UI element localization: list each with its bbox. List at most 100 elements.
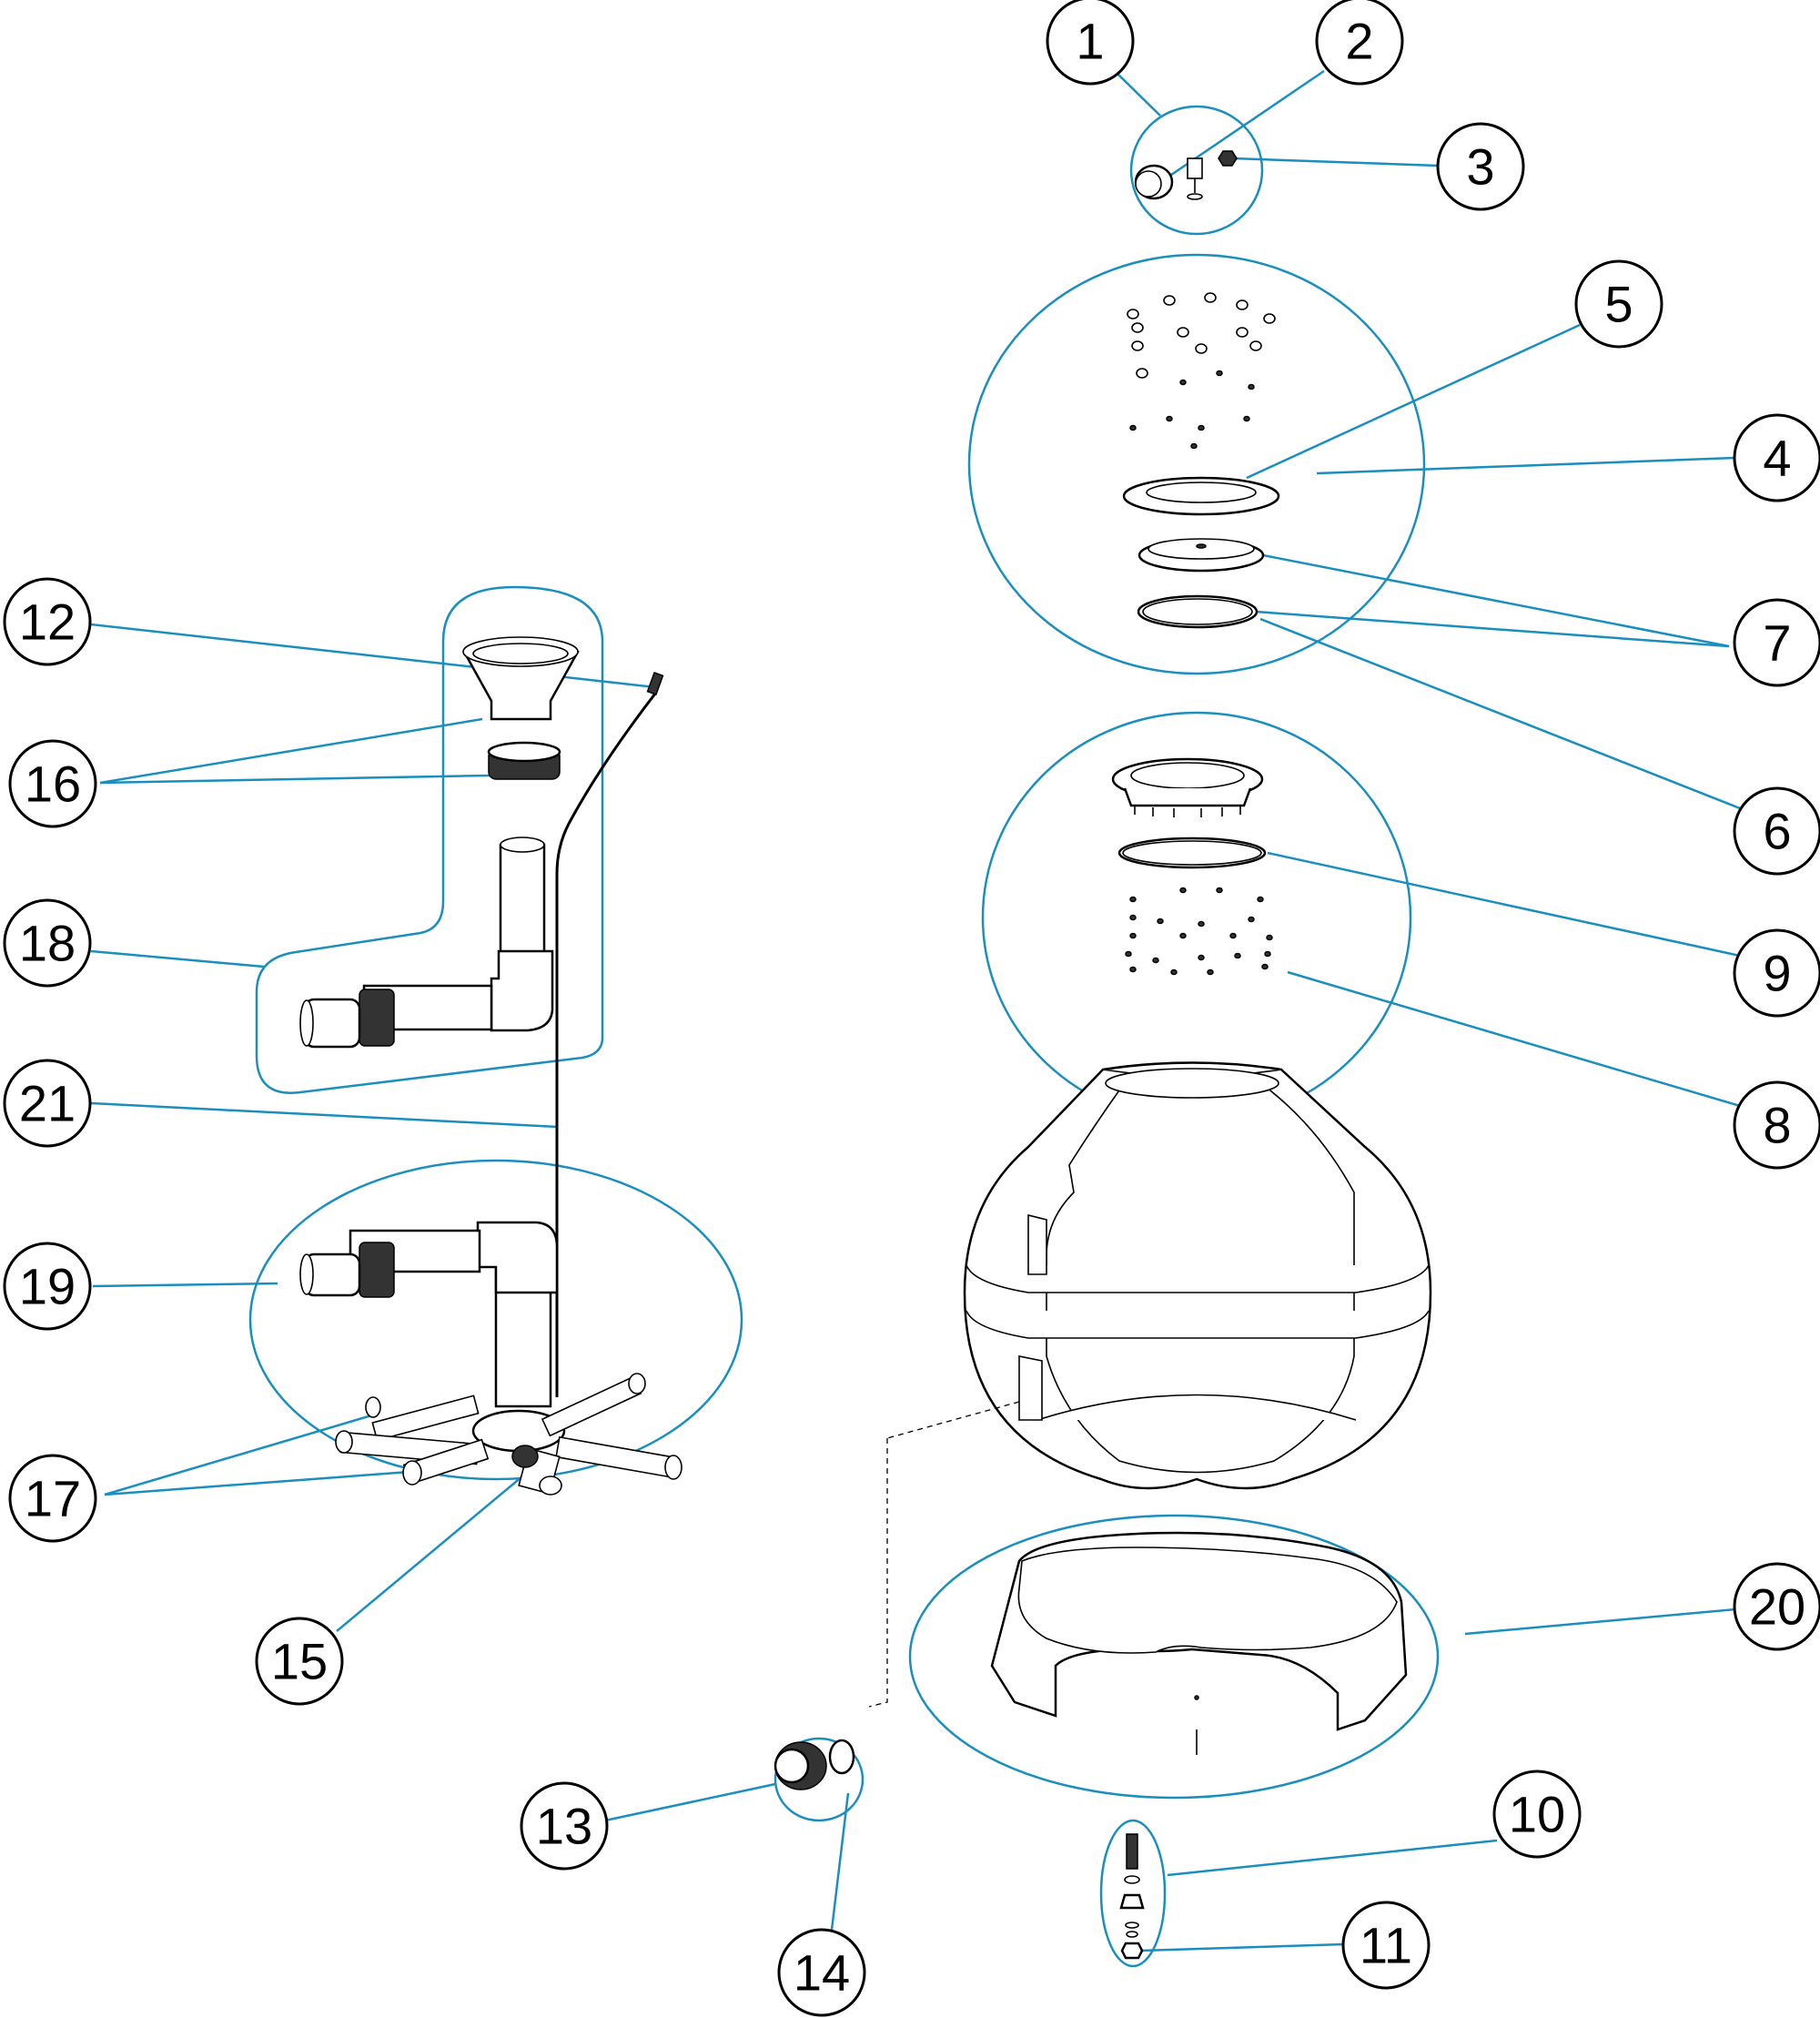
svg-text:5: 5 <box>1604 276 1633 333</box>
hub-port-center <box>511 1445 539 1468</box>
leader-21 <box>90 1101 559 1129</box>
flange-screw-16 <box>1234 952 1241 959</box>
standpipe-upper <box>499 843 546 958</box>
group-outline-top-fittings <box>1129 105 1264 236</box>
callout-11[interactable]: 11 <box>1341 1901 1431 1990</box>
svg-text:12: 12 <box>19 593 76 651</box>
flange-screw-6 <box>1157 918 1164 925</box>
callout-6[interactable]: 6 <box>1733 786 1820 876</box>
svg-text:7: 7 <box>1763 614 1791 672</box>
flange-screw-7 <box>1198 920 1205 928</box>
diffuser-rim-inner <box>472 643 569 664</box>
gauge-face <box>1135 170 1162 198</box>
upper-union-nut <box>359 989 395 1047</box>
callout-18[interactable]: 18 <box>3 898 92 988</box>
lid-screw-19 <box>1243 415 1250 422</box>
flange-screw-1 <box>1129 896 1137 903</box>
lower-elbow <box>476 1221 559 1294</box>
leader-7b <box>1255 610 1730 648</box>
tank-equator-band-2 <box>966 1310 1430 1339</box>
flange-screw-21 <box>1261 963 1269 970</box>
callout-17[interactable]: 17 <box>8 1454 97 1543</box>
leader-6 <box>1259 617 1741 810</box>
callout-10[interactable]: 10 <box>1492 1770 1582 1859</box>
lateral-arm-end-4 <box>628 1373 646 1394</box>
drain-axis-dashed-line <box>886 1401 1020 1439</box>
leader-8 <box>1287 970 1741 1108</box>
flange-screw-20 <box>1207 968 1214 976</box>
callout-5[interactable]: 5 <box>1574 259 1663 349</box>
standpipe-upper-top <box>500 837 545 853</box>
flange-collar-inner <box>1130 762 1245 789</box>
callout-15[interactable]: 15 <box>255 1617 344 1706</box>
svg-text:10: 10 <box>1509 1786 1565 1843</box>
callout-2[interactable]: 2 <box>1315 0 1404 86</box>
leader-17b <box>104 1470 410 1496</box>
leader-7a <box>1262 553 1730 648</box>
flange-screw-9 <box>1129 932 1137 939</box>
svg-text:2: 2 <box>1345 13 1373 70</box>
callout-1[interactable]: 1 <box>1046 0 1135 86</box>
callout-3[interactable]: 3 <box>1436 122 1525 211</box>
leader-14 <box>830 1792 850 1931</box>
callout-21[interactable]: 21 <box>3 1059 92 1148</box>
callout-19[interactable]: 19 <box>3 1242 92 1331</box>
lid-group <box>1127 292 1276 450</box>
lid-screw-13 <box>1179 379 1187 386</box>
callout-12[interactable]: 12 <box>3 577 92 666</box>
callout-14[interactable]: 14 <box>777 1928 866 2017</box>
svg-text:14: 14 <box>794 1944 850 2002</box>
tank-lower-curve <box>1036 1394 1357 1421</box>
lower-union-nut <box>359 1242 395 1298</box>
flange-screw-13 <box>1125 950 1132 958</box>
svg-text:3: 3 <box>1466 138 1494 196</box>
upper-elbow <box>490 949 554 1032</box>
callout-7[interactable]: 7 <box>1733 598 1820 687</box>
leader-13 <box>604 1782 776 1822</box>
flange-screw-17 <box>1264 950 1271 958</box>
leader-11 <box>1139 1942 1345 1952</box>
tank-equator-band <box>966 1264 1430 1293</box>
leader-2 <box>1153 69 1325 188</box>
lateral-arm-end-5 <box>664 1455 682 1480</box>
lid-screw-9 <box>1131 340 1144 351</box>
leader-16a <box>99 717 483 785</box>
group-outline-lateral <box>248 1159 743 1481</box>
callout-16[interactable]: 16 <box>8 739 97 828</box>
top-fittings <box>1134 150 1238 200</box>
flange-screw-3 <box>1216 887 1223 894</box>
lateral-arm-end-6 <box>539 1475 562 1496</box>
callout-13[interactable]: 13 <box>520 1781 609 1871</box>
callout-9[interactable]: 9 <box>1733 928 1820 1018</box>
air-bleed-tube <box>555 671 664 1397</box>
lid-screw-8 <box>1236 327 1249 338</box>
group-outlines <box>248 105 1440 1968</box>
flange-screw-11 <box>1229 932 1237 939</box>
lid-screw-10 <box>1195 343 1208 354</box>
group-outline-base <box>908 1514 1440 1800</box>
callout-8[interactable]: 8 <box>1733 1080 1820 1170</box>
lid-screw-5 <box>1263 313 1276 324</box>
upper-pipe-group <box>299 636 580 1049</box>
lid-screw-14 <box>1216 370 1223 377</box>
lateral-group <box>299 1221 682 1496</box>
flange-screw-10 <box>1179 932 1187 939</box>
bolt-washer-1 <box>1124 1875 1140 1884</box>
svg-text:21: 21 <box>19 1075 76 1132</box>
flange-screw-14 <box>1152 957 1159 964</box>
upper-union-tail-end <box>299 999 314 1047</box>
bolt-hex-nut <box>1120 1942 1144 1960</box>
leader-3 <box>1232 157 1439 167</box>
lid-cover-center <box>1196 543 1207 549</box>
flange-screw-19 <box>1170 968 1178 976</box>
flange-screw-15 <box>1198 954 1205 961</box>
lid-screw-16 <box>1129 424 1137 431</box>
svg-text:9: 9 <box>1763 945 1791 1002</box>
callout-20[interactable]: 20 <box>1733 1562 1820 1651</box>
lid-screw-12 <box>1136 368 1148 379</box>
callout-4[interactable]: 4 <box>1733 413 1820 502</box>
leader-15 <box>336 1471 529 1632</box>
group-outline-bolts <box>1099 1819 1167 1968</box>
hex-nut <box>1218 150 1238 167</box>
